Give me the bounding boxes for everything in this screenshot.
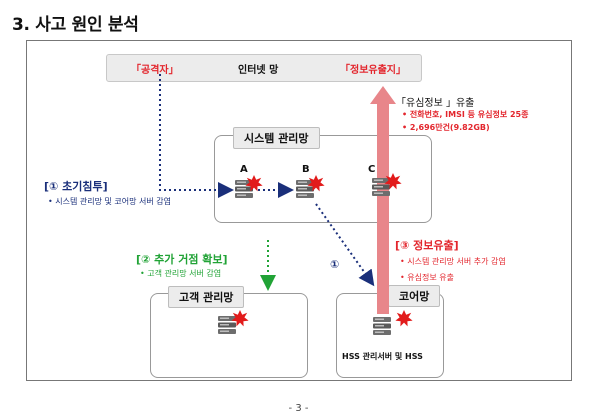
core-network-box <box>336 293 444 378</box>
leak-bullet-1: • 전화번호, IMSI 등 유심정보 25종 <box>402 110 529 119</box>
leak-bullet-2: • 2,696만건(9.82GB) <box>402 123 490 132</box>
attacker-label: 「공격자」 <box>131 65 179 76</box>
step1-bullet-1: • 시스템 관리망 및 코어망 서버 감염 <box>48 197 172 206</box>
step3-bullet-2: • 유심정보 유출 <box>400 273 454 282</box>
step3-title: [③ 정보유출] <box>395 239 459 252</box>
server-a-icon <box>235 175 263 198</box>
leak-target-label: 「정보유출지」 <box>340 65 406 76</box>
b-to-core-path <box>315 203 375 287</box>
leak-arrow <box>370 86 396 314</box>
diagram-frame <box>26 40 572 381</box>
leak-title: 「유심정보 」유출 <box>396 98 475 109</box>
page-number: - 3 - <box>288 403 309 414</box>
server-c-icon <box>372 173 402 196</box>
internet-bar: 「공격자」 인터넷 망 「정보유출지」 <box>106 54 422 82</box>
node-c-label: C <box>368 164 376 175</box>
step3-bullet-1: • 시스템 관리망 서버 추가 감염 <box>400 257 506 266</box>
hss-server-label: HSS 관리서버 및 HSS <box>342 352 423 361</box>
server-b-icon <box>296 175 325 198</box>
section-heading: 3. 사고 원인 분석 <box>12 15 139 35</box>
intrusion-path <box>159 74 234 198</box>
system-network-label: 시스템 관리망 <box>233 127 320 149</box>
step1-title: [① 초기침투] <box>44 180 108 193</box>
node-a-label: A <box>240 164 248 175</box>
step2-title: [② 추가 거점 확보] <box>136 253 228 266</box>
step1-marker: ① <box>330 258 340 271</box>
customer-network-label: 고객 관리망 <box>168 286 245 308</box>
customer-server-icon <box>218 310 249 334</box>
internet-label: 인터넷 망 <box>238 65 279 76</box>
step2-bullet-1: • 고객 관리망 서버 감염 <box>140 269 222 278</box>
node-b-label: B <box>302 164 310 175</box>
